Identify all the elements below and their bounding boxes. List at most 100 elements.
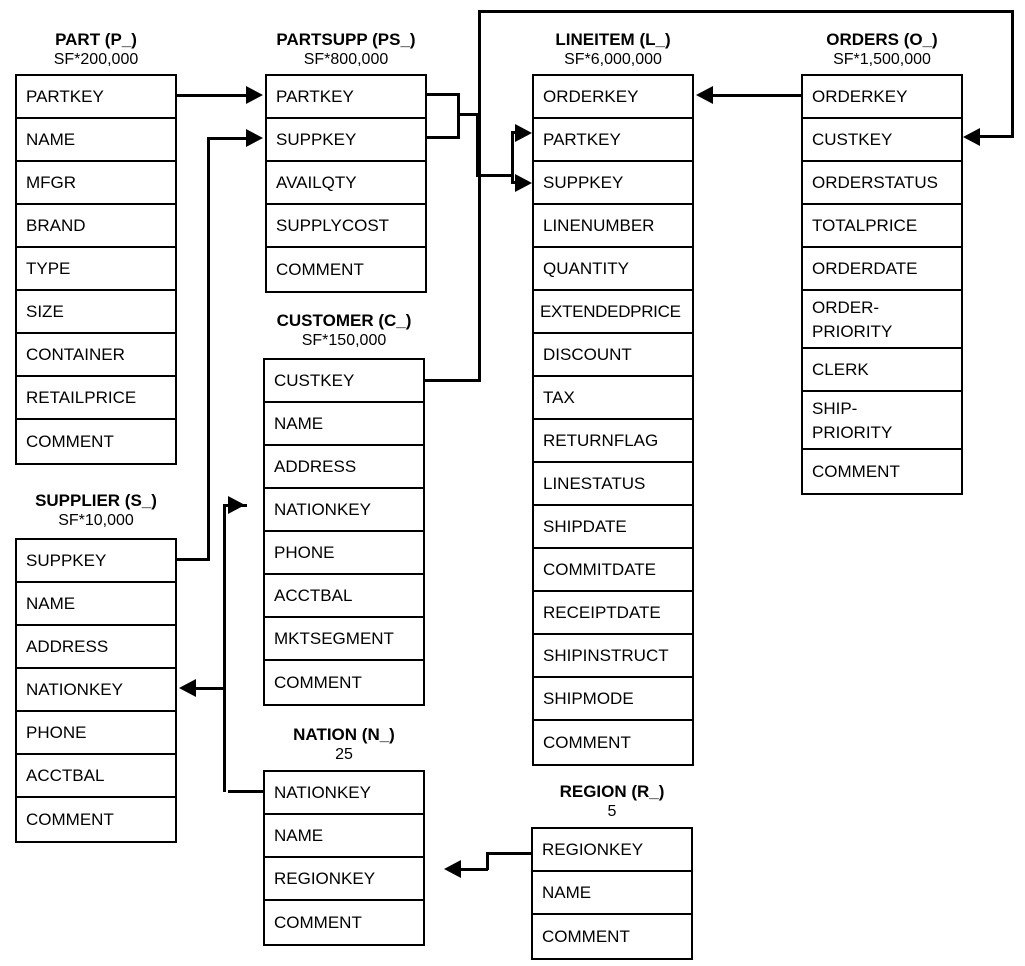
field-partsupp-availqty: AVAILQTY — [267, 162, 425, 205]
field-orders-orderkey: ORDERKEY — [803, 76, 961, 119]
field-partsupp-supplycost: SUPPLYCOST — [267, 205, 425, 248]
field-supplier-phone: PHONE — [17, 712, 175, 755]
wire-part-to-partsupp — [177, 94, 248, 97]
field-lineitem-comment: COMMENT — [534, 721, 692, 766]
entity-region-title: REGION (R_) — [559, 782, 665, 801]
field-supplier-suppkey: SUPPKEY — [17, 540, 175, 583]
field-nation-regionkey: REGIONKEY — [265, 858, 423, 901]
wire-nation-nationkey-out — [228, 790, 265, 793]
wire-partsupp-merge-step — [457, 113, 479, 116]
wire-partsupp-trunk-down — [476, 113, 479, 176]
field-orders-shippriority-line1: SHIP- — [812, 399, 858, 418]
field-part-mfgr: MFGR — [17, 162, 175, 205]
field-lineitem-orderkey: ORDERKEY — [534, 76, 692, 119]
field-part-retailprice: RETAILPRICE — [17, 377, 175, 420]
field-orders-comment: COMMENT — [803, 450, 961, 495]
entity-nation-box: NATIONKEY NAME REGIONKEY COMMENT — [263, 770, 425, 946]
arrowhead-customer-nationkey — [228, 496, 245, 514]
arrowhead-lineitem-suppkey — [515, 174, 532, 192]
arrowhead-orders-custkey — [963, 128, 980, 146]
field-nation-nationkey: NATIONKEY — [265, 772, 423, 815]
field-lineitem-shipinstruct: SHIPINSTRUCT — [534, 635, 692, 678]
field-partsupp-suppkey: SUPPKEY — [267, 119, 425, 162]
entity-partsupp-box: PARTKEY SUPPKEY AVAILQTY SUPPLYCOST COMM… — [265, 74, 427, 293]
field-part-size: SIZE — [17, 291, 175, 334]
field-partsupp-partkey: PARTKEY — [267, 76, 425, 119]
field-lineitem-tax: TAX — [534, 377, 692, 420]
entity-lineitem-title: LINEITEM (L_) — [555, 30, 671, 49]
field-orders-custkey: CUSTKEY — [803, 119, 961, 162]
entity-customer-count: SF*150,000 — [301, 332, 387, 349]
field-customer-mktsegment: MKTSEGMENT — [265, 618, 423, 661]
arrowhead-partsupp-partkey — [246, 86, 263, 104]
field-part-type: TYPE — [17, 248, 175, 291]
field-nation-comment: COMMENT — [265, 901, 423, 946]
field-region-comment: COMMENT — [533, 915, 691, 960]
field-orders-orderdate: ORDERDATE — [803, 248, 961, 291]
field-customer-custkey: CUSTKEY — [265, 360, 423, 403]
wire-orders-custkey-in — [980, 135, 1014, 138]
entity-orders-title: ORDERS (O_) — [826, 30, 938, 49]
wire-orders-to-lineitem — [713, 94, 801, 97]
wire-region-to-nation — [461, 868, 488, 871]
wire-nation-trunk — [223, 504, 226, 792]
field-lineitem-discount: DISCOUNT — [534, 334, 692, 377]
field-lineitem-partkey: PARTKEY — [534, 119, 692, 162]
arrowhead-nation-regionkey — [444, 860, 461, 878]
field-lineitem-linenumber: LINENUMBER — [534, 205, 692, 248]
field-region-regionkey: REGIONKEY — [533, 829, 691, 872]
entity-orders-box: ORDERKEY CUSTKEY ORDERSTATUS TOTALPRICE … — [801, 74, 963, 495]
field-customer-phone: PHONE — [265, 532, 423, 575]
field-part-comment: COMMENT — [17, 420, 175, 465]
entity-supplier-title: SUPPLIER (S_) — [35, 491, 157, 510]
field-supplier-comment: COMMENT — [17, 798, 175, 843]
field-lineitem-receiptdate: RECEIPTDATE — [534, 592, 692, 635]
field-supplier-address: ADDRESS — [17, 626, 175, 669]
field-nation-name: NAME — [265, 815, 423, 858]
field-orders-orderpriority-line1: ORDER- — [812, 298, 880, 317]
entity-nation-title: NATION (N_) — [293, 725, 395, 744]
field-supplier-acctbal: ACCTBAL — [17, 755, 175, 798]
entity-part-box: PARTKEY NAME MFGR BRAND TYPE SIZE CONTAI… — [15, 74, 177, 465]
field-lineitem-shipdate: SHIPDATE — [534, 506, 692, 549]
entity-partsupp: PARTSUPP (PS_) SF*800,000 — [265, 30, 427, 69]
entity-orders-count: SF*1,500,000 — [833, 51, 931, 68]
arrowhead-lineitem-partkey — [515, 124, 532, 142]
field-lineitem-extendedprice: EXTENDEDPRICE — [534, 291, 692, 334]
entity-customer-title: CUSTOMER (C_) — [276, 311, 412, 330]
entity-partsupp-title: PARTSUPP (PS_) — [276, 30, 416, 49]
arrowhead-supplier-nationkey — [179, 679, 196, 697]
field-orders-orderpriority: ORDER- PRIORITY — [803, 291, 961, 349]
field-part-container: CONTAINER — [17, 334, 175, 377]
field-region-name: NAME — [533, 872, 691, 915]
field-part-brand: BRAND — [17, 205, 175, 248]
wire-customer-custkey-out — [425, 379, 481, 382]
wire-partsupp-suppkey-out — [427, 136, 460, 139]
wire-supplier-to-partsupp — [207, 137, 248, 140]
wire-region-regionkey-out — [487, 852, 533, 855]
wire-partsupp-partkey-out — [427, 93, 460, 96]
field-lineitem-commitdate: COMMITDATE — [534, 549, 692, 592]
field-customer-nationkey: NATIONKEY — [265, 489, 423, 532]
field-lineitem-quantity: QUANTITY — [534, 248, 692, 291]
entity-region-box: REGIONKEY NAME COMMENT — [531, 827, 693, 960]
entity-lineitem-count: SF*6,000,000 — [564, 51, 662, 68]
field-orders-shippriority-line2: PRIORITY — [812, 423, 893, 442]
field-part-partkey: PARTKEY — [17, 76, 175, 119]
wire-customer-custkey-riser — [478, 10, 481, 381]
wire-partsupp-trunk-right — [476, 174, 514, 177]
wire-top-loop — [478, 10, 1014, 13]
field-orders-orderstatus: ORDERSTATUS — [803, 162, 961, 205]
entity-customer-box: CUSTKEY NAME ADDRESS NATIONKEY PHONE ACC… — [263, 358, 425, 706]
entity-supplier-count: SF*10,000 — [58, 512, 134, 529]
field-customer-comment: COMMENT — [265, 661, 423, 706]
field-lineitem-suppkey: SUPPKEY — [534, 162, 692, 205]
field-orders-orderpriority-line2: PRIORITY — [812, 322, 893, 341]
entity-customer: CUSTOMER (C_) SF*150,000 — [263, 311, 425, 350]
wire-region-step — [486, 852, 489, 870]
arrowhead-lineitem-orderkey — [696, 86, 713, 104]
arrowhead-partsupp-suppkey — [246, 129, 263, 147]
entity-part-title: PART (P_) — [55, 30, 137, 49]
field-orders-clerk: CLERK — [803, 349, 961, 392]
